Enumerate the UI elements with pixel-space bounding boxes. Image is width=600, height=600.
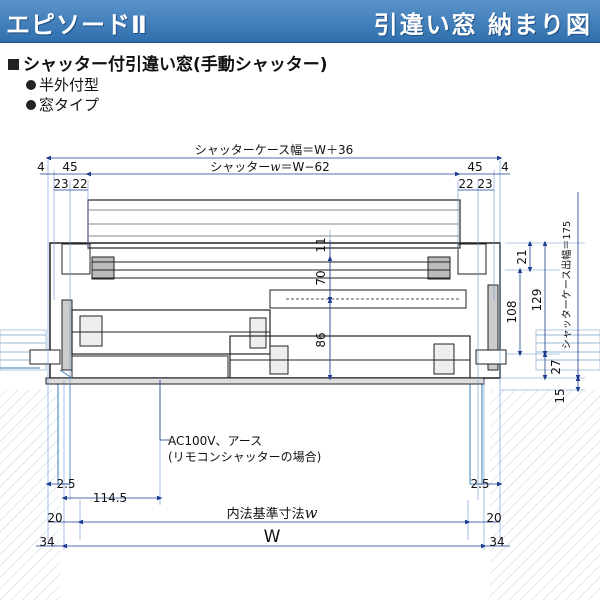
dim-right-23: 23 — [477, 177, 492, 191]
bullet-text: 半外付型 — [39, 76, 100, 94]
dim-right-22: 22 — [458, 177, 473, 191]
bullet-item: 半外付型 — [26, 74, 99, 95]
sill — [29, 349, 507, 385]
dim-right-4: 4 — [501, 160, 509, 174]
dim-129: 129 — [530, 289, 544, 312]
dim-left-20: 20 — [47, 511, 62, 525]
dim-left-4: 4 — [37, 160, 45, 174]
square-bullet-icon — [8, 59, 19, 70]
section-title: シャッター付引違い窓(手動シャッター) — [8, 50, 328, 75]
ac-note-line-1: AC100V、アース — [168, 434, 262, 448]
shutter-width-label: シャッターw＝W−62 — [210, 160, 330, 174]
dim-right-45: 45 — [467, 160, 482, 174]
section-title-text: シャッター付引違い窓(手動シャッター) — [23, 55, 328, 75]
window-sash-outer — [71, 309, 271, 355]
dimension-lines — [36, 155, 581, 549]
circle-bullet-icon — [26, 80, 36, 90]
dim-15: 15 — [553, 388, 567, 403]
dimension-labels: シャッターケース幅＝W＋36 シャッターw＝W−62 4 45 23 22 45… — [37, 142, 573, 549]
dim-left-22: 22 — [72, 177, 87, 191]
dim-108: 108 — [505, 301, 519, 324]
dim-21: 21 — [515, 249, 529, 264]
dim-left-2-5: 2.5 — [56, 477, 75, 491]
dim-left-23: 23 — [53, 177, 68, 191]
circle-bullet-icon — [26, 100, 36, 110]
header-bar: エピソードⅡ 引違い窓 納まり図 — [0, 0, 600, 43]
dim-114-5: 114.5 — [93, 491, 127, 505]
dim-right-20: 20 — [486, 511, 501, 525]
brand-name: エピソードⅡ — [6, 11, 148, 39]
wall-left — [0, 329, 71, 600]
dim-W: W — [264, 527, 281, 547]
bullet-item: 窓タイプ — [26, 94, 99, 115]
case-depth-label: シャッターケース出幅＝175 — [560, 221, 573, 350]
dim-left-34: 34 — [39, 535, 54, 549]
dim-11: 11 — [314, 237, 328, 252]
inner-standard-label: 内法基準寸法w — [227, 504, 318, 522]
document-title: 引違い窓 納まり図 — [373, 11, 592, 39]
dim-right-2-5: 2.5 — [470, 477, 489, 491]
bullet-text: 窓タイプ — [39, 96, 100, 114]
shutter-rail — [61, 284, 499, 371]
dim-86: 86 — [314, 332, 328, 347]
ac-note-line-2: (リモコンシャッターの場合) — [168, 449, 321, 464]
case-width-label: シャッターケース幅＝W＋36 — [195, 142, 354, 157]
dim-right-34: 34 — [489, 535, 504, 549]
dim-70: 70 — [314, 270, 328, 285]
dim-left-45: 45 — [62, 160, 77, 174]
dim-27: 27 — [549, 359, 563, 374]
